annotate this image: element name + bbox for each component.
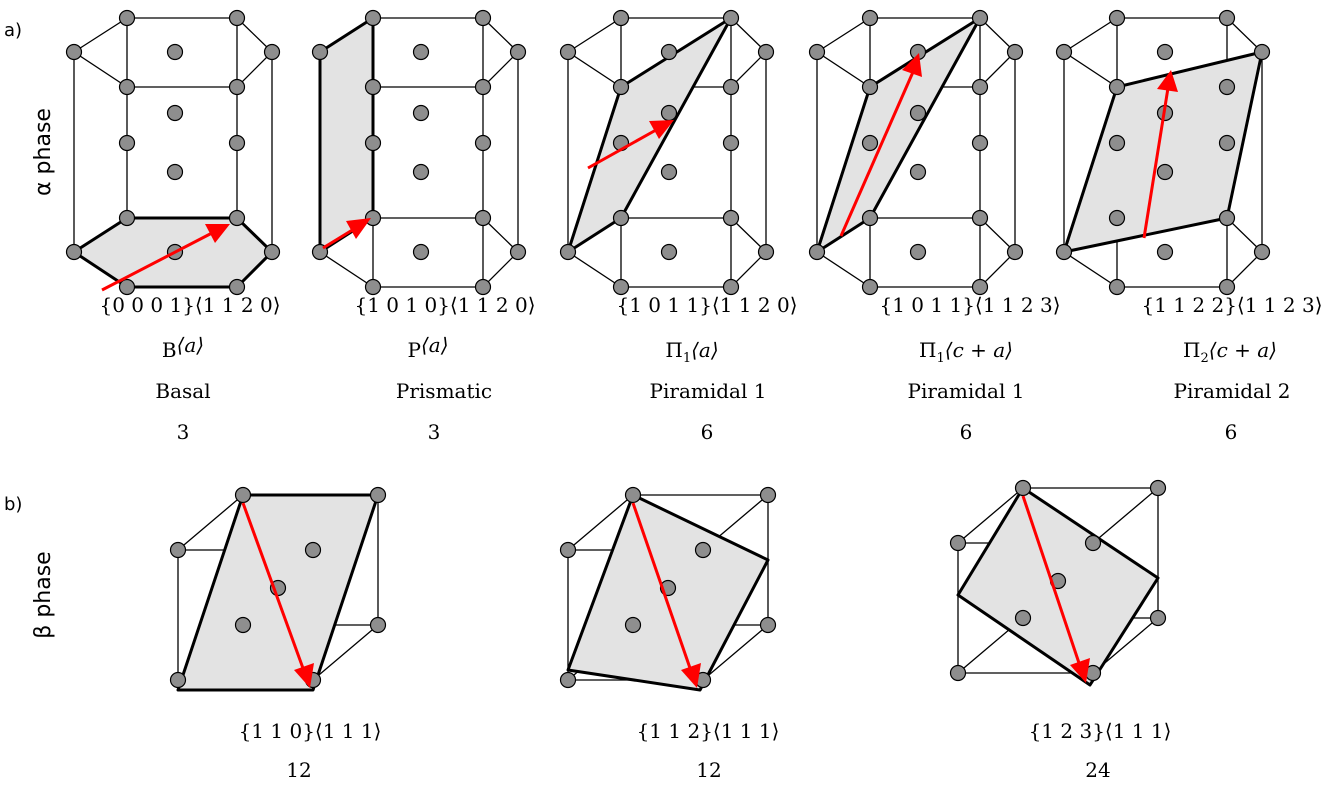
svg-text:{1 0 1 1}⟨1 1 2 0⟩: {1 0 1 1}⟨1 1 2 0⟩ [617, 293, 798, 317]
hcp-cell-pyramidal-1-ca [808, 9, 1024, 296]
svg-text:Π1⟨c + a⟩: Π1⟨c + a⟩ [919, 338, 1013, 366]
panel-a-letter: a) [4, 20, 22, 41]
alpha-label-3: {1 0 1 1}⟨1 1 2 3⟩ Π1⟨c + a⟩ Piramidal 1… [880, 293, 1061, 444]
svg-text:{1 1 2}⟨1 1 1⟩: {1 1 2}⟨1 1 1⟩ [637, 719, 780, 743]
slip-direction: ⟨1 1 1⟩ [1105, 719, 1172, 743]
panel-b-phase-label: β phase [31, 551, 56, 638]
slip-direction: ⟨1 1 2 0⟩ [195, 293, 281, 317]
slip-direction: ⟨1 1 2 3⟩ [1237, 293, 1323, 317]
svg-text:P⟨a⟩: P⟨a⟩ [408, 333, 449, 362]
bcc-cell-123 [949, 479, 1167, 687]
bcc-cell-110 [169, 486, 387, 692]
slip-system-count: 12 [286, 758, 311, 782]
alpha-label-1: {1 0 1 0}⟨1 1 2 0⟩ P⟨a⟩ Prismatic 3 [355, 293, 536, 444]
slip-system-name: Piramidal 1 [650, 379, 767, 403]
svg-text:Π1⟨a⟩: Π1⟨a⟩ [665, 338, 718, 366]
slip-system-count: 3 [177, 420, 190, 444]
slip-system-count: 6 [701, 420, 714, 444]
slip-direction: ⟨1 1 2 0⟩ [450, 293, 536, 317]
slip-direction: ⟨1 1 2 3⟩ [975, 293, 1061, 317]
hcp-cell-basal [65, 9, 281, 296]
bcc-cell-112 [559, 486, 777, 692]
burgers-vector: ⟨a⟩ [691, 338, 719, 362]
alpha-label-2: {1 0 1 1}⟨1 1 2 0⟩ Π1⟨a⟩ Piramidal 1 6 [617, 293, 798, 444]
slip-symbol: Π [919, 338, 936, 362]
slip-symbol: Π [665, 338, 682, 362]
slip-system-count: 12 [696, 758, 721, 782]
slip-plane-family: {1 0 1 0} [355, 293, 450, 317]
slip-direction: ⟨1 1 2 0⟩ [712, 293, 798, 317]
svg-text:{1 0 1 0}⟨1 1 2 0⟩: {1 0 1 0}⟨1 1 2 0⟩ [355, 293, 536, 317]
hcp-cell-pyramidal-2 [1055, 9, 1271, 296]
svg-text:{1 1 0}⟨1 1 1⟩: {1 1 0}⟨1 1 1⟩ [239, 719, 382, 743]
beta-label-2: {1 2 3}⟨1 1 1⟩ 24 [1029, 719, 1172, 782]
svg-text:{1 0 1 1}⟨1 1 2 3⟩: {1 0 1 1}⟨1 1 2 3⟩ [880, 293, 1061, 317]
alpha-label-0: {0 0 0 1}⟨1 1 2 0⟩ B⟨a⟩ Basal 3 [100, 293, 281, 444]
panel-b-letter: b) [4, 494, 22, 515]
slip-symbol: P [408, 338, 421, 362]
slip-system-name: Piramidal 1 [908, 379, 1025, 403]
slip-system-count: 6 [960, 420, 973, 444]
svg-text:{1 1 2 2}⟨1 1 2 3⟩: {1 1 2 2}⟨1 1 2 3⟩ [1142, 293, 1323, 317]
slip-direction: ⟨1 1 1⟩ [315, 719, 382, 743]
hcp-cell-pyramidal-1-a [559, 9, 775, 296]
slip-system-name: Piramidal 2 [1174, 379, 1291, 403]
beta-label-0: {1 1 0}⟨1 1 1⟩ 12 [239, 719, 382, 782]
panel-a-phase-label: α phase [31, 108, 56, 196]
svg-text:{0 0 0 1}⟨1 1 2 0⟩: {0 0 0 1}⟨1 1 2 0⟩ [100, 293, 281, 317]
slip-symbol-sub: 1 [683, 351, 691, 366]
slip-plane-family: {1 1 2} [637, 719, 713, 743]
svg-text:Π2⟨c + a⟩: Π2⟨c + a⟩ [1183, 338, 1277, 366]
slip-system-count: 24 [1085, 758, 1110, 782]
slip-plane-family: {1 1 0} [239, 719, 315, 743]
slip-direction: ⟨1 1 1⟩ [713, 719, 780, 743]
slip-plane-family: {1 2 3} [1029, 719, 1105, 743]
burgers-vector: ⟨c + a⟩ [945, 338, 1013, 362]
burgers-vector: ⟨a⟩ [177, 333, 205, 357]
slip-system-name: Prismatic [396, 379, 492, 403]
slip-plane-family: {1 1 2 2} [1142, 293, 1237, 317]
slip-symbol-sub: 2 [1200, 351, 1208, 366]
slip-plane-family: {0 0 0 1} [100, 293, 195, 317]
slip-system-count: 6 [1225, 420, 1238, 444]
burgers-vector: ⟨c + a⟩ [1209, 338, 1277, 362]
svg-text:{1 2 3}⟨1 1 1⟩: {1 2 3}⟨1 1 1⟩ [1029, 719, 1172, 743]
svg-text:B⟨a⟩: B⟨a⟩ [162, 333, 204, 362]
slip-symbol: B [162, 338, 177, 362]
burgers-vector: ⟨a⟩ [421, 333, 449, 357]
beta-label-1: {1 1 2}⟨1 1 1⟩ 12 [637, 719, 780, 782]
alpha-label-4: {1 1 2 2}⟨1 1 2 3⟩ Π2⟨c + a⟩ Piramidal 2… [1142, 293, 1323, 444]
slip-plane-family: {1 0 1 1} [880, 293, 975, 317]
slip-symbol: Π [1183, 338, 1200, 362]
slip-system-name: Basal [155, 379, 210, 403]
slip-system-count: 3 [428, 420, 441, 444]
slip-symbol-sub: 1 [936, 351, 944, 366]
hcp-cell-prismatic [311, 9, 527, 296]
slip-plane-family: {1 0 1 1} [617, 293, 712, 317]
